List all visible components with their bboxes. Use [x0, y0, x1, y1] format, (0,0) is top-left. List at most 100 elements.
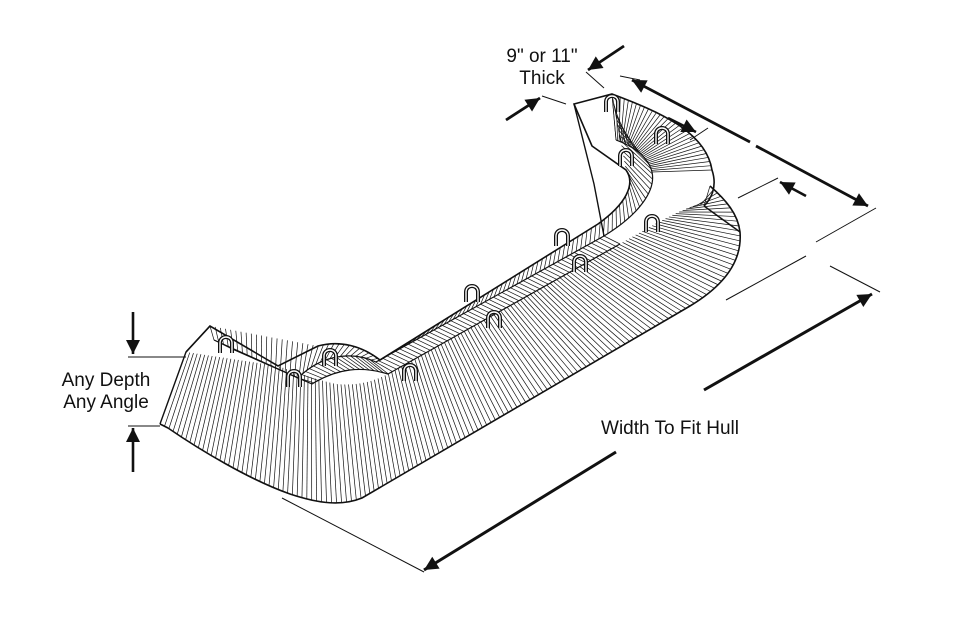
clip-icon — [466, 286, 478, 302]
side-hatch-line — [563, 276, 638, 337]
end-hatch-line — [651, 162, 710, 169]
thickness-arrow-left-head — [524, 98, 540, 111]
thickness-label-line2: Thick — [519, 68, 565, 89]
top-hatch-line — [280, 339, 282, 370]
inner-hatch-line — [451, 321, 468, 329]
top-hatch-line — [366, 355, 374, 358]
side-hatch-line — [378, 378, 396, 478]
side-hatch-line — [550, 283, 621, 346]
side-hatch-line — [497, 313, 551, 387]
side-hatch-line — [364, 383, 379, 489]
inner-hatch-line — [544, 269, 561, 277]
inner-hatch-line — [400, 349, 418, 357]
end-hatch-line — [650, 157, 708, 167]
top-hatch-line — [576, 236, 578, 251]
top-hatch-line — [356, 350, 365, 356]
inner-hatch-line — [447, 323, 465, 331]
width-extension-lower — [282, 498, 424, 572]
fender-top-edge — [186, 94, 714, 366]
top-hatch-line — [621, 140, 651, 168]
top-hatch-line — [241, 332, 242, 353]
side-hatch-line — [246, 363, 260, 474]
side-hatch-line — [194, 357, 216, 446]
top-hatch-line — [276, 338, 277, 367]
inner-hatch-line — [587, 245, 603, 253]
inner-hatch-line — [417, 339, 435, 347]
return-extension-top — [620, 76, 640, 80]
side-hatch-line — [333, 383, 341, 502]
side-hatch-line — [198, 357, 219, 448]
top-hatch-line — [361, 353, 369, 357]
side-hatch-line — [590, 261, 673, 316]
side-hatch-line — [302, 375, 304, 497]
inner-hatch-line — [412, 342, 430, 350]
top-hatch-line — [581, 234, 583, 249]
inner-extension — [738, 178, 778, 198]
inner-hatch-line — [404, 347, 422, 355]
inner-hatch-line — [421, 337, 439, 345]
side-hatch-line — [292, 373, 297, 495]
side-hatch-line — [315, 379, 316, 502]
fender-inner-edge — [230, 244, 620, 384]
inner-hatch-line — [591, 243, 607, 251]
inner-hatch-line — [442, 325, 460, 333]
inner-hatch-line — [600, 238, 616, 246]
inner-hatch-line — [557, 262, 573, 270]
side-hatch-line — [233, 362, 250, 468]
inner-hatch-line — [391, 354, 409, 362]
inner-hatch-line — [485, 302, 502, 310]
inner-hatch-line — [515, 285, 532, 293]
inner-hatch-line — [430, 332, 448, 340]
side-hatch-line — [319, 380, 322, 502]
side-hatch-line — [553, 281, 625, 344]
side-hatch-line — [418, 357, 448, 448]
inner-hatch-line — [455, 318, 472, 326]
depth-label-line2: Any Angle — [63, 392, 149, 413]
clip-icon — [556, 230, 568, 246]
side-hatch-line — [560, 278, 634, 339]
top-hatch-line — [626, 196, 629, 218]
side-hatch-line — [382, 377, 401, 476]
side-hatch-line — [297, 374, 301, 496]
inner-hatch-line — [502, 292, 519, 300]
side-hatch-line — [288, 372, 294, 494]
top-hatch-line — [594, 225, 596, 241]
side-hatch-line — [367, 382, 383, 486]
top-hatch-line — [629, 176, 643, 203]
side-hatch-line — [220, 360, 238, 461]
top-hatch-line — [340, 345, 349, 356]
side-hatch-line — [603, 254, 690, 306]
width-label: Width To Fit Hull — [601, 418, 739, 439]
return-extension-bottom — [816, 208, 876, 242]
inner-hatch-line — [604, 236, 620, 244]
side-hatch-line — [203, 358, 224, 451]
side-hatch-line — [322, 381, 326, 503]
side-hatch-line — [662, 220, 740, 236]
side-hatch-line — [431, 350, 465, 438]
clip-icon — [646, 216, 658, 232]
inner-hatch-line — [498, 295, 515, 303]
side-hatch-line — [274, 368, 283, 488]
inner-hatch-line — [536, 274, 553, 282]
inner-hatch-line — [408, 344, 426, 352]
top-hatch-line — [620, 205, 621, 225]
inner-hatch-line — [553, 264, 569, 272]
top-hatch-line — [246, 333, 247, 355]
clip-icon — [288, 371, 300, 387]
top-hatch-line — [623, 201, 625, 222]
top-hatch-line — [585, 231, 587, 247]
side-hatch-line — [609, 250, 698, 301]
top-hatch-line — [590, 228, 592, 244]
side-hatch-line — [435, 348, 470, 435]
top-hatch-line — [251, 334, 252, 358]
side-hatch-line — [606, 252, 694, 303]
inner-hatch-line — [540, 271, 557, 279]
clip-icon — [404, 365, 416, 381]
inner-hatch-line — [493, 297, 510, 305]
top-hatch-line — [629, 186, 636, 210]
inner-hatch-line — [318, 364, 336, 373]
depth-arrow-top-head — [126, 340, 140, 354]
inner-hatch-line — [425, 335, 443, 343]
